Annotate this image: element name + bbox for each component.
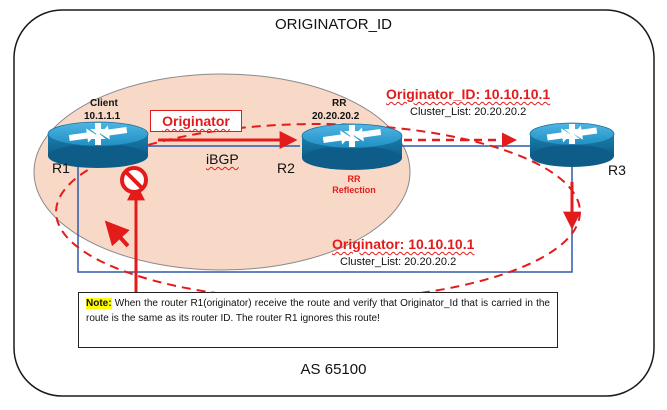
rr-reflection-label: RR Reflection	[332, 174, 376, 195]
top-originator-id: Originator_ID: 10.10.10.1	[386, 86, 551, 102]
r1-name-label: R1	[52, 160, 70, 176]
note-box: Note: When the router R1(originator) rec…	[78, 292, 558, 348]
diagram-title: ORIGINATOR_ID	[275, 16, 392, 33]
r2-role-label: RR	[332, 98, 347, 109]
r1-role-label: Client	[90, 98, 118, 109]
bottom-originator: Originator: 10.10.10.1	[332, 236, 475, 252]
router-icon	[47, 121, 149, 168]
originator-badge-label: Originator	[162, 113, 230, 129]
originator-badge: Originator	[150, 110, 242, 132]
bottom-cluster-list: Cluster_List: 20.20.20.2	[340, 256, 457, 268]
r1-router-id: 10.1.1.1	[84, 111, 121, 122]
return-arrow-icon	[104, 220, 130, 248]
as-number-label: AS 65100	[300, 361, 367, 378]
r2-router-id: 20.20.20.2	[312, 111, 360, 122]
r3-name-label: R3	[608, 162, 626, 178]
router-icon	[529, 122, 615, 167]
top-cluster-list: Cluster_List: 20.20.20.2	[410, 106, 527, 118]
router-icon	[301, 123, 403, 170]
r2-name-label: R2	[277, 160, 295, 176]
note-text: When the router R1(originator) receive t…	[86, 298, 550, 324]
ibgp-label: iBGP	[206, 151, 239, 167]
note-label: Note:	[86, 298, 112, 309]
prohibited-icon	[120, 166, 148, 194]
